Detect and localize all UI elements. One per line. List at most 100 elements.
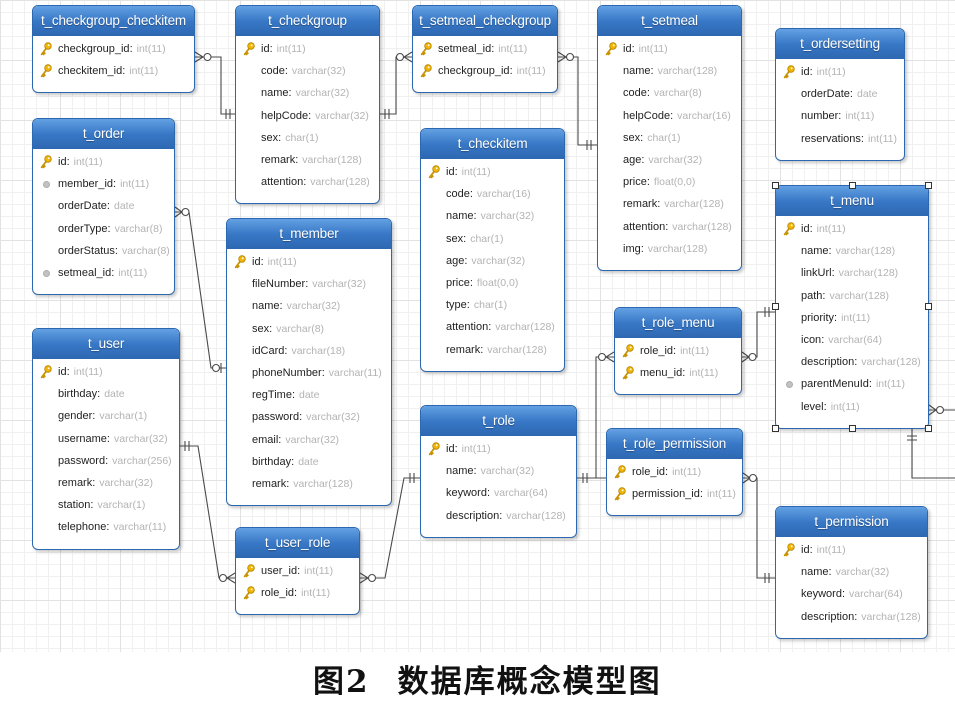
field-row[interactable]: pricefloat(0,0) [421,272,564,294]
table-t-role-permission[interactable]: t_role_permission role_idint(11)permissi… [606,428,743,517]
field-row[interactable]: descriptionvarchar(128) [776,606,927,628]
relationship-role-to-role-permission[interactable] [577,473,606,483]
relationship-user-role-to-role[interactable] [359,473,420,584]
field-row[interactable]: codevarchar(8) [598,82,741,104]
table-t-member[interactable]: t_member idint(11)fileNumbervarchar(32)n… [226,218,392,507]
field-row[interactable]: sexvarchar(8) [227,318,391,340]
selection-handle-top-middle[interactable] [848,182,856,189]
field-row[interactable]: role_idint(11) [615,340,741,362]
field-row[interactable]: idint(11) [598,38,741,60]
field-row[interactable]: namevarchar(32) [236,82,379,104]
selection-handle-bottom-middle[interactable] [848,424,856,432]
table-t-permission[interactable]: t_permission idint(11)namevarchar(32)key… [775,506,928,639]
field-row[interactable]: idint(11) [33,151,174,173]
field-row[interactable]: namevarchar(32) [227,295,391,317]
field-row[interactable]: orderDatedate [33,195,174,217]
table-t-checkgroup[interactable]: t_checkgroup idint(11)codevarchar(32)nam… [235,5,380,205]
field-row[interactable]: namevarchar(32) [421,460,576,482]
table-t-checkitem[interactable]: t_checkitem idint(11)codevarchar(16)name… [420,128,565,372]
field-row[interactable]: checkgroup_idint(11) [413,60,557,82]
field-row[interactable]: idint(11) [776,539,927,561]
field-row[interactable]: namevarchar(32) [776,561,927,583]
field-row[interactable]: levelint(11) [776,396,928,418]
field-row[interactable]: orderTypevarchar(8) [33,218,174,240]
field-row[interactable]: remarkvarchar(128) [598,193,741,215]
field-row[interactable]: namevarchar(32) [421,205,564,227]
field-row[interactable]: passwordvarchar(256) [33,450,179,472]
field-row[interactable]: passwordvarchar(32) [227,406,391,428]
table-t-order[interactable]: t_order idint(11)member_idint(11)orderDa… [32,118,175,296]
selection-handle-middle-left[interactable] [772,303,779,311]
relationship-checkgroup-checkitem-to-checkgroup[interactable] [194,51,235,119]
selection-handle-middle-right[interactable] [925,303,932,311]
field-row[interactable]: namevarchar(128) [776,240,928,262]
field-row[interactable]: parentMenuIdint(11) [776,373,928,395]
relationship-setmeal-checkgroup-to-setmeal[interactable] [557,51,597,150]
field-row[interactable]: remarkvarchar(128) [227,473,391,495]
field-row[interactable]: emailvarchar(32) [227,429,391,451]
field-row[interactable]: keywordvarchar(64) [421,482,576,504]
table-t-ordersetting[interactable]: t_ordersetting idint(11)orderDatedatenum… [775,28,905,161]
field-row[interactable]: sexchar(1) [598,127,741,149]
field-row[interactable]: checkgroup_idint(11) [33,38,194,60]
field-row[interactable]: namevarchar(128) [598,60,741,82]
field-row[interactable]: permission_idint(11) [607,483,742,505]
field-row[interactable]: checkitem_idint(11) [33,60,194,82]
relationship-role-to-role-menu[interactable] [595,351,615,478]
selection-handle-top-right[interactable] [925,182,932,189]
table-t-menu[interactable]: t_menu idint(11)namevarchar(128)linkUrlv… [772,182,932,432]
field-row[interactable]: iconvarchar(64) [776,329,928,351]
selection-handle-bottom-left[interactable] [772,424,779,432]
field-row[interactable]: birthdaydate [227,451,391,473]
selection-handle-bottom-right[interactable] [925,424,932,432]
relationship-menu-self-reference[interactable] [907,404,955,479]
table-t-user[interactable]: t_user idint(11)birthdaydategendervarcha… [32,328,180,550]
relationship-checkgroup-to-setmeal-checkgroup[interactable] [380,51,413,119]
field-row[interactable]: sexchar(1) [421,228,564,250]
field-row[interactable]: role_idint(11) [236,582,359,604]
field-row[interactable]: codevarchar(32) [236,60,379,82]
table-t-role-menu[interactable]: t_role_menu role_idint(11)menu_idint(11) [614,307,742,396]
field-row[interactable]: remarkvarchar(128) [421,339,564,361]
field-row[interactable]: fileNumbervarchar(32) [227,273,391,295]
field-row[interactable]: keywordvarchar(64) [776,583,927,605]
table-t-setmeal-checkgroup[interactable]: t_setmeal_checkgroup setmeal_idint(11)ch… [412,5,558,94]
field-row[interactable]: pricefloat(0,0) [598,171,741,193]
relationship-order-to-member[interactable] [174,206,226,373]
field-row[interactable]: imgvarchar(128) [598,238,741,260]
field-row[interactable]: linkUrlvarchar(128) [776,262,928,284]
selection-handle-top-left[interactable] [772,182,779,189]
diagram-canvas[interactable]: t_checkgroup_checkitem checkgroup_idint(… [0,0,955,652]
field-row[interactable]: numberint(11) [776,105,904,127]
field-row[interactable]: pathvarchar(128) [776,285,928,307]
field-row[interactable]: role_idint(11) [607,461,742,483]
field-row[interactable]: attentionvarchar(128) [421,316,564,338]
field-row[interactable]: agevarchar(32) [598,149,741,171]
field-row[interactable]: sexchar(1) [236,127,379,149]
field-row[interactable]: orderDatedate [776,83,904,105]
field-row[interactable]: idint(11) [421,161,564,183]
field-row[interactable]: member_idint(11) [33,173,174,195]
field-row[interactable]: telephonevarchar(11) [33,516,179,538]
field-row[interactable]: idint(11) [33,361,179,383]
field-row[interactable]: idint(11) [776,61,904,83]
table-t-role[interactable]: t_role idint(11)namevarchar(32)keywordva… [420,405,577,538]
field-row[interactable]: phoneNumbervarchar(11) [227,362,391,384]
field-row[interactable]: descriptionvarchar(128) [421,505,576,527]
field-row[interactable]: gendervarchar(1) [33,405,179,427]
relationship-role-menu-to-menu[interactable] [741,307,775,363]
field-row[interactable]: usernamevarchar(32) [33,428,179,450]
field-row[interactable]: setmeal_idint(11) [33,262,174,284]
table-t-user-role[interactable]: t_user_role user_idint(11)role_idint(11) [235,527,360,616]
field-row[interactable]: stationvarchar(1) [33,494,179,516]
field-row[interactable]: orderStatusvarchar(8) [33,240,174,262]
field-row[interactable]: codevarchar(16) [421,183,564,205]
field-row[interactable]: regTimedate [227,384,391,406]
field-row[interactable]: idint(11) [227,251,391,273]
field-row[interactable]: attentionvarchar(128) [598,216,741,238]
field-row[interactable]: user_idint(11) [236,560,359,582]
field-row[interactable]: idint(11) [776,218,928,240]
field-row[interactable]: idCardvarchar(18) [227,340,391,362]
field-row[interactable]: priorityint(11) [776,307,928,329]
field-row[interactable]: birthdaydate [33,383,179,405]
